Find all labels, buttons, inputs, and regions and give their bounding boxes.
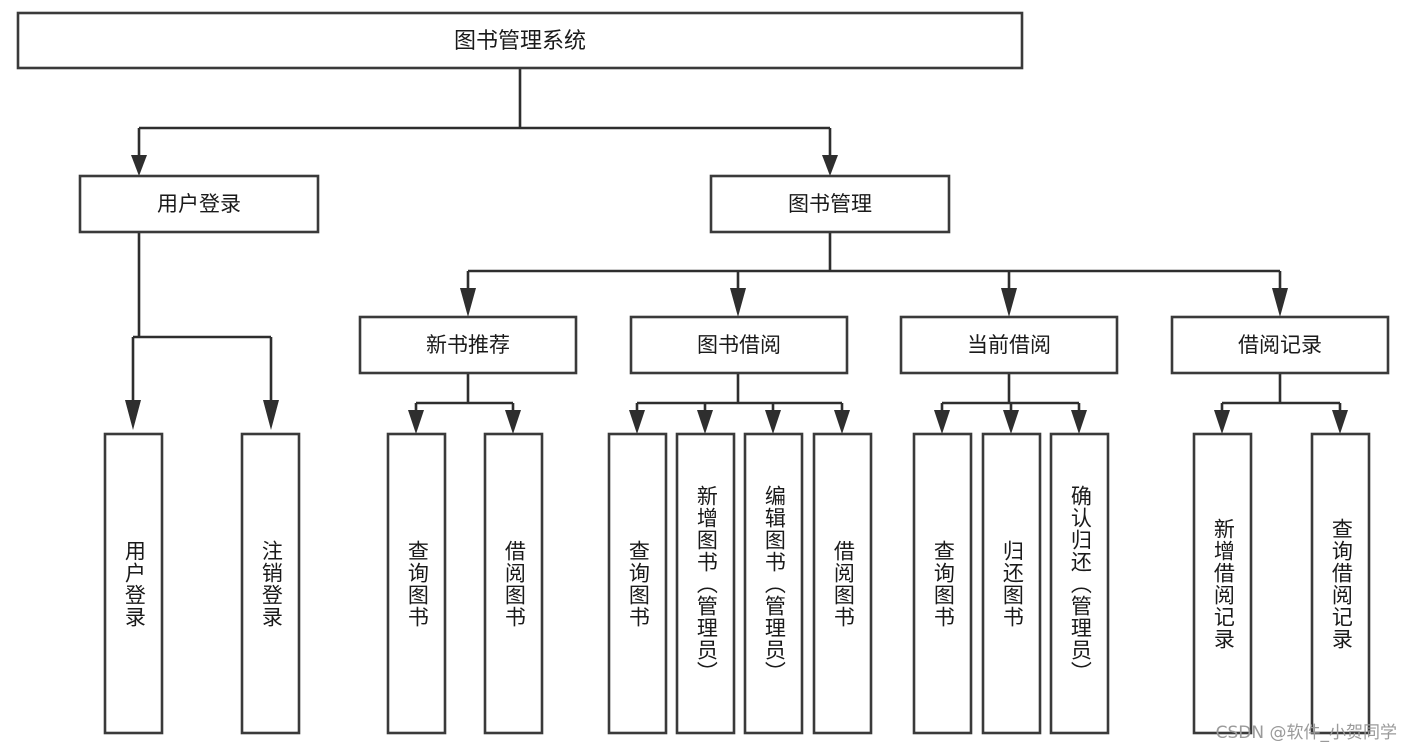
leaf-bookborrow-edit-book-label-wrap: 编辑图书（管理员）	[762, 484, 787, 683]
leaf-borrowrecord-add-record[interactable]: 新增借阅记录	[1192, 432, 1253, 735]
leaf-newbook-borrow-book-label-wrap: 借阅图书	[502, 539, 527, 628]
leaf-currentborrow-return-book-label-wrap: 归还图书	[1000, 539, 1025, 628]
node-user-login-box[interactable]	[78, 174, 320, 234]
leaf-borrowrecord-add-record-label-wrap: 新增借阅记录	[1211, 517, 1236, 650]
leaf-newbook-query-book[interactable]: 查询图书	[386, 432, 447, 735]
node-book-management-label: 图书管理	[788, 192, 872, 216]
leaf-logout[interactable]: 注销登录	[240, 432, 301, 735]
leaf-newbook-query-book-label: 查询图书	[405, 539, 430, 628]
leaf-user-login-label-wrap: 用户登录	[122, 539, 147, 628]
node-book-management[interactable]: 图书管理	[709, 174, 951, 234]
arrow-head-newbook-leaf-1	[408, 410, 424, 434]
leaf-logout-label-wrap: 注销登录	[259, 539, 284, 628]
leaf-newbook-borrow-book[interactable]: 借阅图书	[483, 432, 544, 735]
leaf-logout-label: 注销登录	[259, 539, 284, 628]
node-current-borrow-label: 当前借阅	[967, 333, 1051, 357]
node-current-borrow[interactable]: 当前借阅	[899, 315, 1119, 375]
arrow-head-bookborrow-leaf-2	[697, 410, 713, 434]
node-new-book-recommend-label: 新书推荐	[426, 333, 510, 357]
node-borrow-record-label: 借阅记录	[1238, 333, 1322, 357]
leaf-user-login-box[interactable]	[103, 432, 164, 735]
leaf-bookborrow-query-book[interactable]: 查询图书	[607, 432, 668, 735]
leaf-borrowrecord-query-record-label: 查询借阅记录	[1329, 517, 1354, 650]
leaf-borrowrecord-add-record-label: 新增借阅记录	[1211, 517, 1236, 650]
leaf-currentborrow-confirm-return-label-wrap: 确认归还（管理员）	[1068, 484, 1093, 683]
node-user-login-label: 用户登录	[157, 192, 241, 216]
leaf-user-login[interactable]: 用户登录	[103, 432, 164, 735]
leaf-currentborrow-return-book-box[interactable]	[981, 432, 1042, 735]
leaf-bookborrow-add-book-label: 新增图书（管理员）	[694, 484, 719, 683]
leaf-currentborrow-query-book-label-wrap: 查询图书	[931, 539, 956, 628]
leaf-bookborrow-add-book[interactable]: 新增图书（管理员）	[675, 432, 736, 735]
leaf-borrowrecord-query-record[interactable]: 查询借阅记录	[1310, 432, 1371, 735]
leaf-newbook-query-book-box[interactable]	[386, 432, 447, 735]
arrow-head-currentborrow-leaf-2	[1003, 410, 1019, 434]
leaf-borrowrecord-add-record-box[interactable]	[1192, 432, 1253, 735]
leaf-currentborrow-confirm-return-label: 确认归还（管理员）	[1068, 484, 1093, 683]
node-root-label: 图书管理系统	[454, 29, 586, 54]
leaf-bookborrow-add-book-box[interactable]	[675, 432, 736, 735]
leaf-logout-box[interactable]	[240, 432, 301, 735]
node-new-book-recommend-box[interactable]	[358, 315, 578, 375]
node-current-borrow-box[interactable]	[899, 315, 1119, 375]
leaf-bookborrow-add-book-label-wrap: 新增图书（管理员）	[694, 484, 719, 683]
leaf-currentborrow-return-book[interactable]: 归还图书	[981, 432, 1042, 735]
arrow-head-new-book	[460, 288, 476, 317]
leaf-bookborrow-borrow-book-label-wrap: 借阅图书	[831, 539, 856, 628]
leaf-currentborrow-return-book-label: 归还图书	[1000, 539, 1025, 628]
node-book-borrow-label: 图书借阅	[697, 333, 781, 357]
leaf-bookborrow-borrow-book-box[interactable]	[812, 432, 873, 735]
node-new-book-recommend[interactable]: 新书推荐	[358, 315, 578, 375]
leaf-bookborrow-edit-book-label: 编辑图书（管理员）	[762, 484, 787, 683]
leaf-bookborrow-borrow-book-label: 借阅图书	[831, 539, 856, 628]
leaf-currentborrow-confirm-return-box[interactable]	[1049, 432, 1110, 735]
arrow-head-borrowrecord-leaf-1	[1214, 410, 1230, 434]
leaf-currentborrow-query-book[interactable]: 查询图书	[912, 432, 973, 735]
arrow-head-book-borrow	[730, 288, 746, 317]
arrow-head-newbook-leaf-2	[505, 410, 521, 434]
leaf-newbook-query-book-label-wrap: 查询图书	[405, 539, 430, 628]
node-book-borrow-box[interactable]	[629, 315, 849, 375]
node-book-borrow[interactable]: 图书借阅	[629, 315, 849, 375]
node-borrow-record[interactable]: 借阅记录	[1170, 315, 1390, 375]
leaf-borrowrecord-query-record-label-wrap: 查询借阅记录	[1329, 517, 1354, 650]
node-root-box[interactable]	[16, 11, 1024, 70]
connectors-group	[125, 68, 1348, 434]
leaf-bookborrow-query-book-label: 查询图书	[626, 539, 651, 628]
leaf-currentborrow-query-book-box[interactable]	[912, 432, 973, 735]
arrow-head-bookborrow-leaf-4	[834, 410, 850, 434]
leaf-currentborrow-query-book-label: 查询图书	[931, 539, 956, 628]
arrow-head-borrow-record	[1272, 288, 1288, 317]
arrow-head-user-login	[131, 155, 147, 176]
arrow-head-book-mgmt	[822, 155, 838, 176]
node-user-login[interactable]: 用户登录	[78, 174, 320, 234]
node-root-system[interactable]: 图书管理系统	[16, 11, 1024, 70]
arrow-head-leaf-logout	[263, 400, 279, 430]
node-borrow-record-box[interactable]	[1170, 315, 1390, 375]
arrow-head-bookborrow-leaf-3	[765, 410, 781, 434]
arrow-head-bookborrow-leaf-1	[629, 410, 645, 434]
arrow-head-current-borrow	[1001, 288, 1017, 317]
leaf-newbook-borrow-book-box[interactable]	[483, 432, 544, 735]
leaf-user-login-label: 用户登录	[122, 539, 147, 628]
leaf-bookborrow-query-book-label-wrap: 查询图书	[626, 539, 651, 628]
node-book-management-box[interactable]	[709, 174, 951, 234]
leaf-currentborrow-confirm-return[interactable]: 确认归还（管理员）	[1049, 432, 1110, 735]
arrow-head-borrowrecord-leaf-2	[1332, 410, 1348, 434]
leaf-bookborrow-query-book-box[interactable]	[607, 432, 668, 735]
leaf-newbook-borrow-book-label: 借阅图书	[502, 539, 527, 628]
leaf-borrowrecord-query-record-box[interactable]	[1310, 432, 1371, 735]
leaf-bookborrow-borrow-book[interactable]: 借阅图书	[812, 432, 873, 735]
arrow-head-currentborrow-leaf-1	[934, 410, 950, 434]
leaf-bookborrow-edit-book-box[interactable]	[743, 432, 804, 735]
leaf-bookborrow-edit-book[interactable]: 编辑图书（管理员）	[743, 432, 804, 735]
arrow-head-currentborrow-leaf-3	[1071, 410, 1087, 434]
arrow-head-leaf-user-login	[125, 400, 141, 430]
